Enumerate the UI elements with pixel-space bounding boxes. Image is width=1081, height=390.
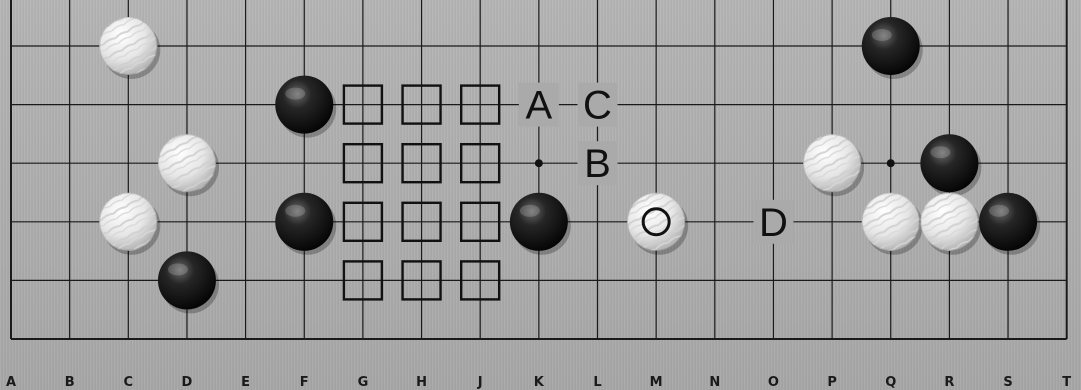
black-stone[interactable] — [158, 251, 219, 313]
column-label-Q: Q — [885, 375, 896, 390]
black-stone[interactable] — [510, 193, 571, 255]
white-stone[interactable] — [99, 193, 160, 255]
black-stone[interactable] — [275, 76, 336, 138]
white-stone[interactable] — [920, 193, 981, 255]
column-label-T: T — [1062, 375, 1071, 390]
column-label-F: F — [300, 375, 309, 390]
star-point — [535, 159, 543, 167]
column-label-B: B — [65, 375, 75, 390]
white-stone[interactable] — [803, 134, 864, 196]
black-stone[interactable] — [979, 193, 1040, 255]
column-label-P: P — [827, 375, 837, 390]
column-label-K: K — [534, 375, 545, 390]
black-stone[interactable] — [275, 193, 336, 255]
letter-marker-B: B — [584, 142, 611, 186]
stones — [99, 17, 1040, 313]
column-label-O: O — [768, 375, 779, 390]
white-stone[interactable] — [627, 193, 688, 255]
column-label-E: E — [241, 375, 250, 390]
column-label-L: L — [593, 375, 601, 390]
white-stone[interactable] — [158, 134, 219, 196]
column-label-J: J — [477, 375, 483, 390]
black-stone[interactable] — [862, 17, 923, 79]
column-label-R: R — [944, 375, 954, 390]
black-stone[interactable] — [920, 134, 981, 196]
column-label-H: H — [416, 375, 427, 390]
column-label-C: C — [124, 375, 134, 390]
letter-marker-D: D — [759, 201, 788, 245]
letter-marker-A: A — [526, 84, 553, 128]
column-label-A: A — [6, 375, 16, 390]
column-label-D: D — [182, 375, 193, 390]
star-point — [887, 159, 895, 167]
white-stone[interactable] — [99, 17, 160, 79]
letter-marker-C: C — [583, 84, 612, 128]
column-label-M: M — [650, 375, 663, 390]
white-stone[interactable] — [862, 193, 923, 255]
column-label-G: G — [358, 375, 369, 390]
column-label-N: N — [709, 375, 720, 390]
column-label-S: S — [1003, 375, 1012, 390]
